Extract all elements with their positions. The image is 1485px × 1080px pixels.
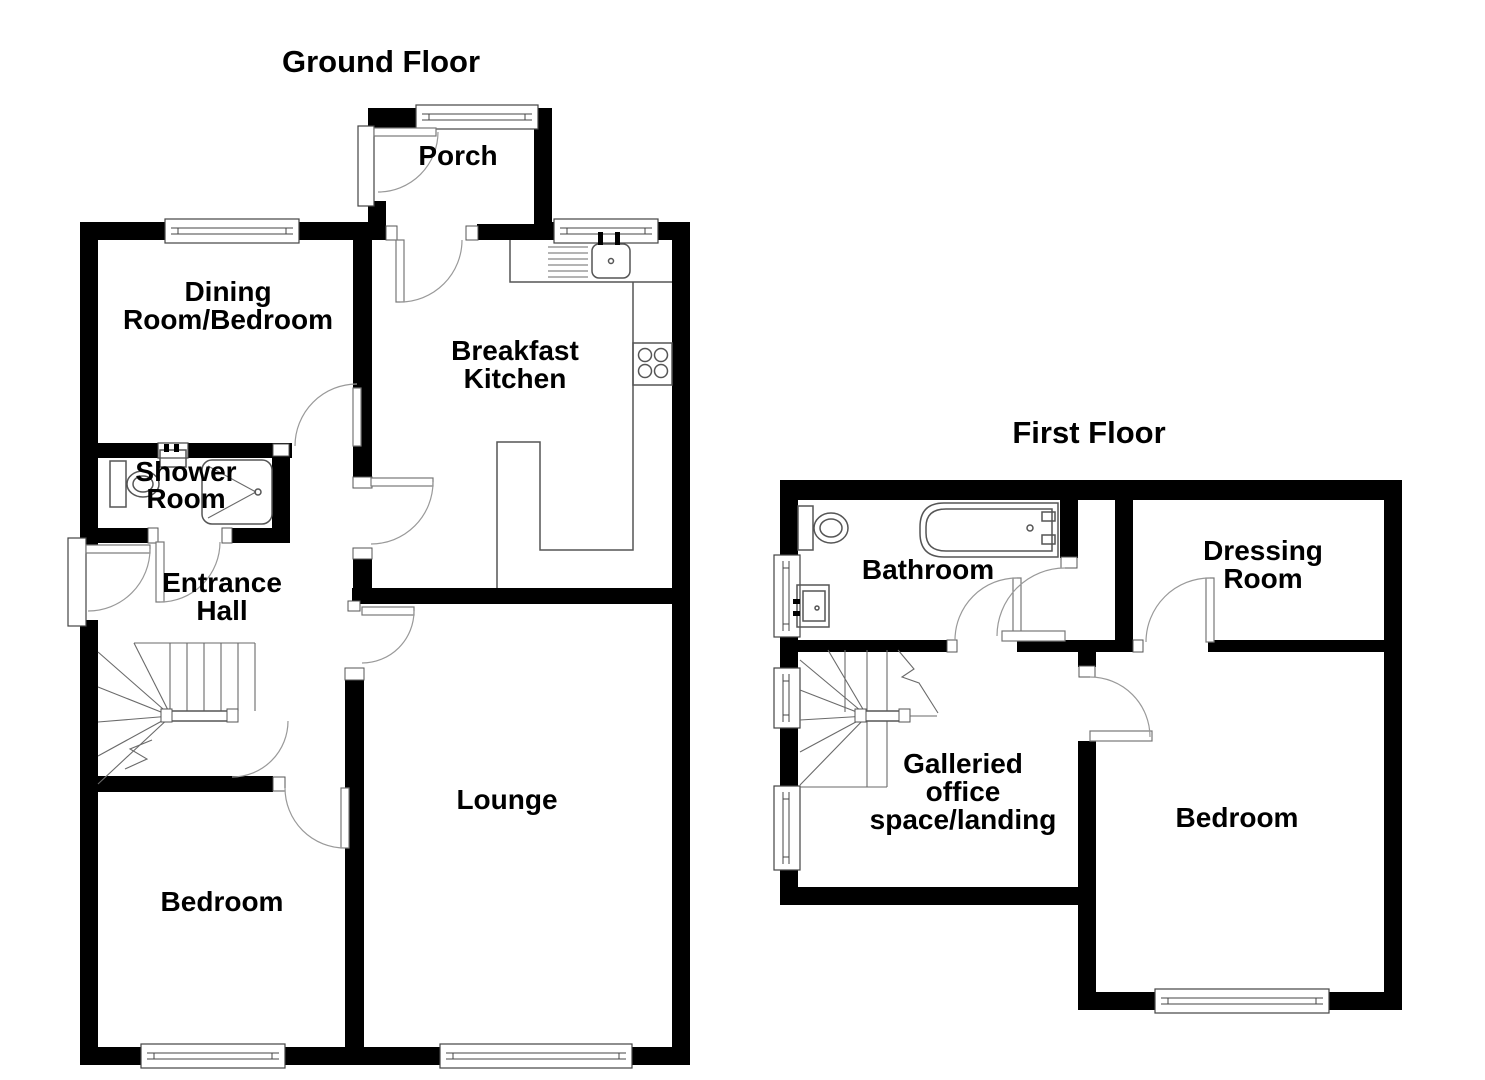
tap [793, 599, 800, 604]
bath-tap [1041, 534, 1056, 545]
room-label-kitchen-2: Kitchen [464, 363, 567, 394]
room-label-bathroom: Bathroom [862, 554, 994, 585]
tap [598, 232, 603, 245]
front-door-frame [67, 537, 87, 627]
room-label-dressing-2: Room [1223, 563, 1302, 594]
room-label-hall-1: Entrance [162, 567, 282, 598]
room-label-landing-1: Galleried [903, 748, 1023, 779]
room-label-kitchen-1: Breakfast [451, 335, 579, 366]
ground-labels: Ground Floor Porch Dining Room/Bedroom B… [123, 44, 579, 917]
first-floor: First Floor Bathroom Dressing Room Galle… [773, 415, 1402, 1014]
room-label-dining-2: Room/Bedroom [123, 304, 333, 335]
room-label-dressing-1: Dressing [1203, 535, 1323, 566]
room-label-hall-2: Hall [196, 595, 247, 626]
stair-break-mark [124, 739, 153, 770]
ground-floor-title: Ground Floor [282, 44, 480, 79]
kitchen-door [370, 477, 434, 487]
porch-door-frame [357, 125, 375, 207]
first-labels: First Floor Bathroom Dressing Room Galle… [862, 415, 1323, 835]
bathroom-fixtures [793, 502, 1059, 628]
first-stairs [799, 649, 939, 788]
tap [793, 611, 800, 616]
room-label-ground-bedroom: Bedroom [161, 886, 284, 917]
bath [919, 502, 1059, 558]
toilet-cistern [109, 460, 127, 508]
tap [174, 444, 179, 452]
shower-room-fixtures [109, 442, 273, 525]
lounge-door [361, 606, 415, 616]
ground-stairs [97, 642, 256, 785]
porch-door [373, 127, 437, 137]
kitchen-peninsula [496, 282, 634, 588]
kitchen-fixtures [496, 232, 673, 588]
room-label-shower-1: Shower [135, 456, 236, 487]
shower-tray [201, 459, 273, 525]
front-door [85, 544, 151, 554]
kitchen-sink [591, 243, 631, 279]
first-walls [780, 480, 1402, 1010]
dining-room-door [352, 387, 362, 447]
first-windows [773, 554, 1330, 1014]
ground-doors [67, 125, 479, 849]
room-label-shower-2: Room [146, 483, 225, 514]
ground-floor: Ground Floor Porch Dining Room/Bedroom B… [67, 44, 690, 1069]
room-label-first-bedroom: Bedroom [1176, 802, 1299, 833]
cupboard-door [1001, 630, 1066, 642]
room-label-porch: Porch [418, 140, 497, 171]
stair-handrail [165, 710, 233, 722]
ground-bedroom-door [340, 787, 350, 849]
bath-tap [1041, 511, 1056, 522]
drainer [548, 246, 588, 278]
room-label-landing-2: office [926, 776, 1001, 807]
toilet [813, 512, 849, 544]
hob [632, 342, 673, 386]
first-bedroom-door [1089, 730, 1153, 742]
tap [615, 232, 620, 245]
room-label-landing-3: space/landing [870, 804, 1057, 835]
first-floor-title: First Floor [1012, 415, 1165, 450]
kitchen-counter [509, 240, 672, 283]
basin [796, 584, 830, 628]
toilet-cistern [797, 505, 814, 551]
stair-break-mark [897, 649, 939, 714]
room-label-lounge: Lounge [456, 784, 557, 815]
first-doors [946, 556, 1215, 742]
dressing-room-door [1205, 577, 1215, 643]
basin [159, 449, 187, 468]
room-label-dining-1: Dining [184, 276, 271, 307]
tap [164, 444, 169, 452]
porch-inner-door [395, 239, 405, 303]
toilet [126, 470, 160, 498]
ground-windows [140, 104, 659, 1069]
